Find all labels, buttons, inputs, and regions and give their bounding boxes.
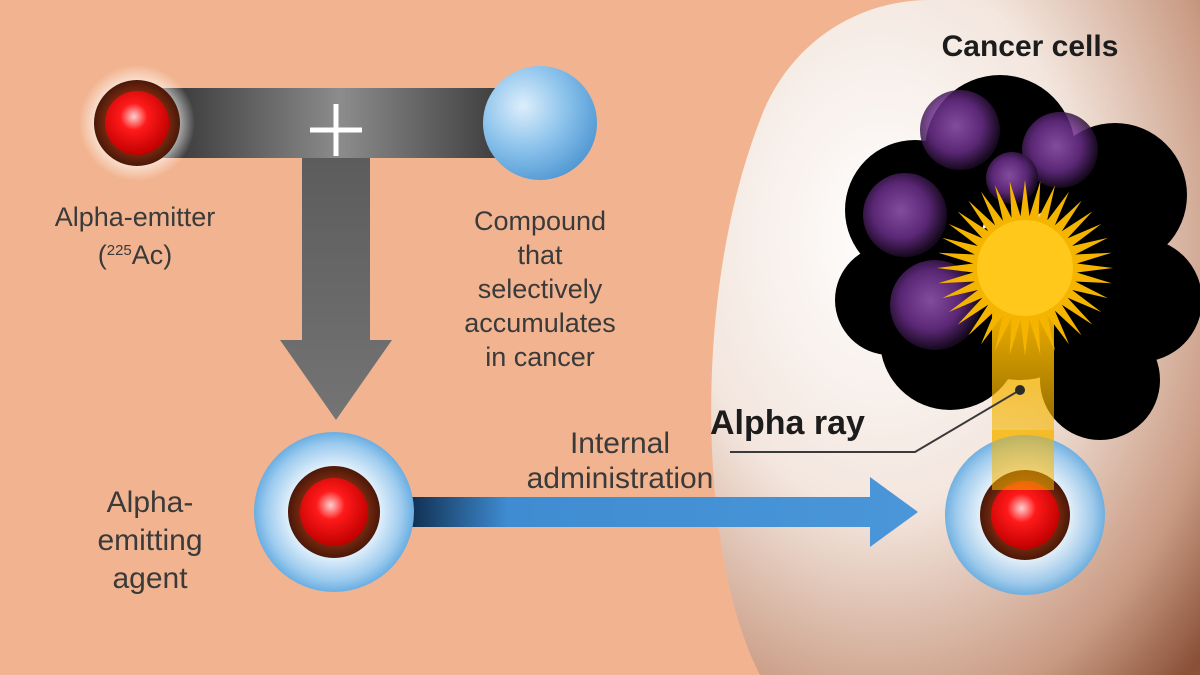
plus-icon [310,104,362,156]
compound-sphere-icon [483,66,597,180]
alpha-burst-core [977,220,1073,316]
internal-administration-label: Internal administration [526,427,714,495]
cancer-cell-cluster [835,75,1200,440]
alpha-ray-pointer [730,385,1025,453]
alpha-ray-beam-base [992,430,1054,490]
alpha-ray-label: Alpha ray [710,404,865,442]
alpha-emitter-label: Alpha-emitter (225Ac) [20,200,250,272]
cancer-cells-label: Cancer cells [941,30,1119,63]
alpha-emitting-agent-label: Alpha- emitting agent [97,486,203,595]
alpha-emitter-isotope: (225Ac) [97,240,173,270]
alpha-emitter-name: Alpha-emitter [54,202,216,232]
alpha-emitter-icon [79,65,195,181]
administration-arrow [405,477,918,547]
down-arrow [280,158,392,420]
compound-label: Compound that selectively accumulates in… [464,206,616,372]
combination-bar [140,88,540,158]
agent-at-cancer-icon [945,435,1105,595]
alpha-emitting-agent-icon [254,432,414,592]
